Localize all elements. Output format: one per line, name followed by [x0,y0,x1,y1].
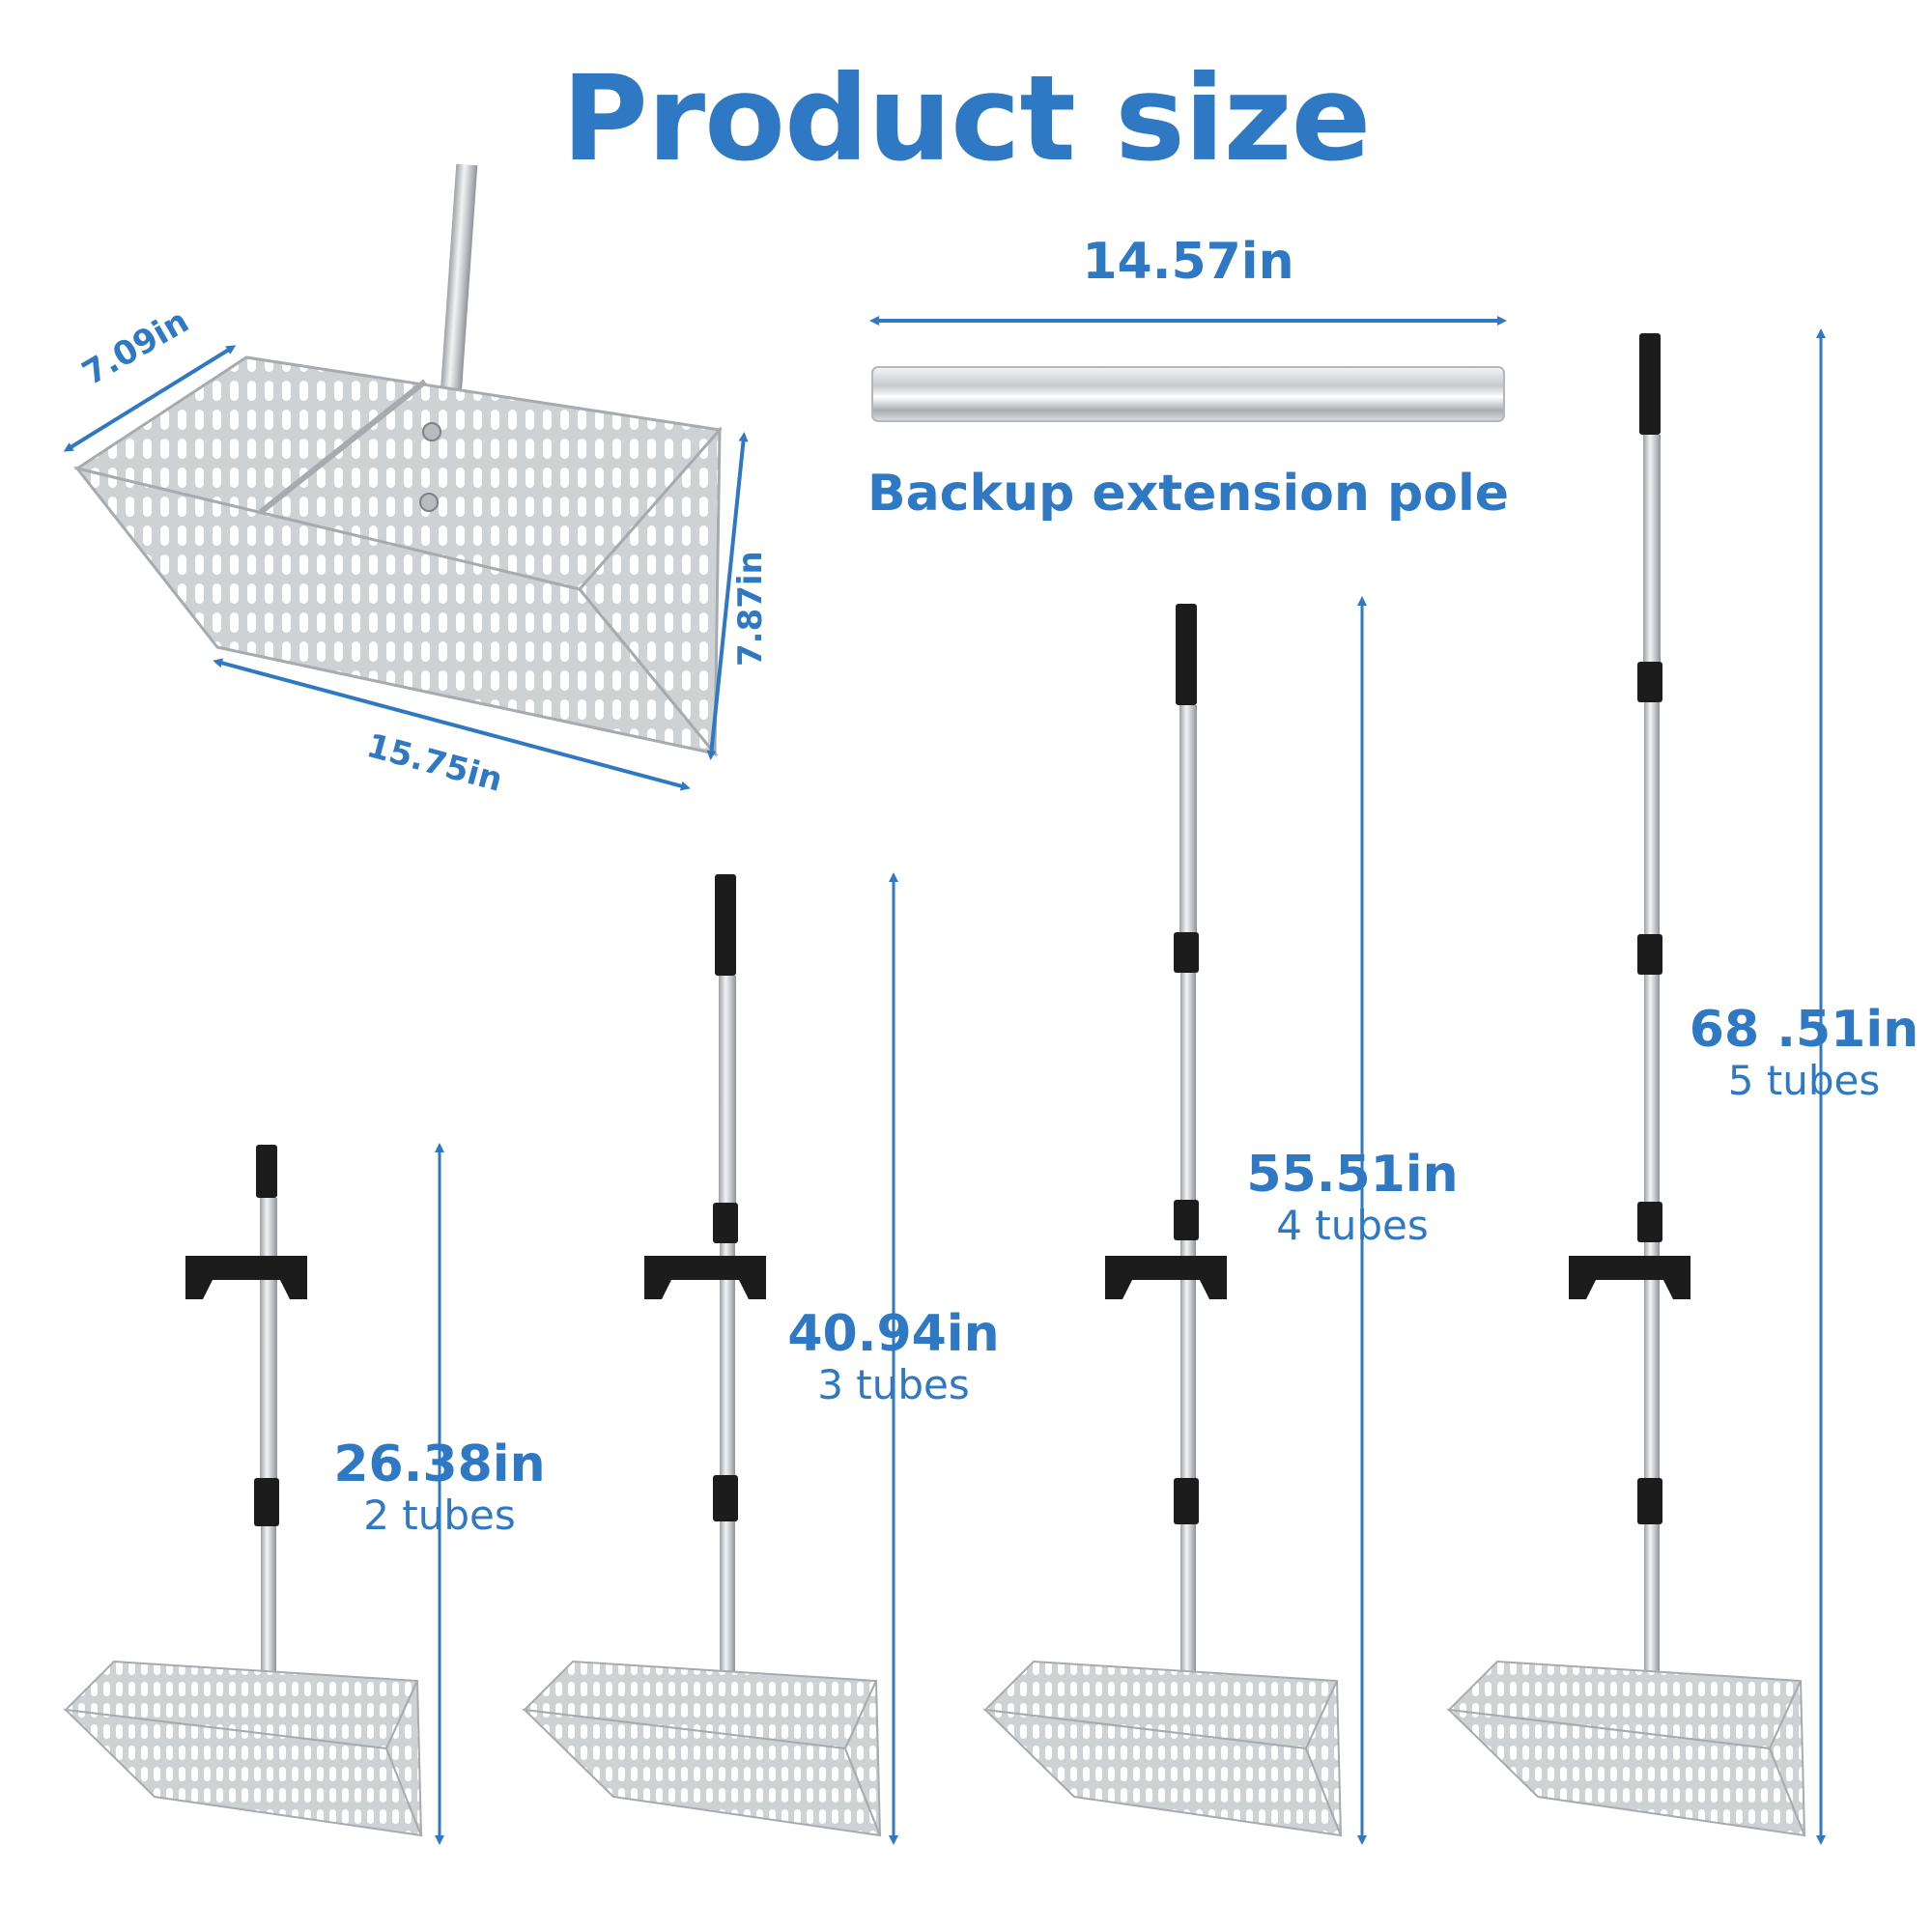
tube-joint [1637,1478,1662,1524]
pole-segment [1644,975,1660,1202]
handle-grip [715,874,736,976]
pole-caption: Backup extension pole [867,465,1510,523]
d-grip-handle [644,1256,766,1299]
d-grip-handle [1569,1256,1690,1299]
pole-segment [261,1526,276,1681]
pole-segment [1179,705,1197,932]
length-label-4-tubes: 55.51in [1246,1146,1459,1204]
pole-segment [1180,973,1196,1200]
basket-detail-image [73,163,723,758]
basket-side-panel [1304,1680,1342,1836]
d-grip-handle [1105,1256,1227,1299]
tube-joint [1174,932,1199,973]
configuration-4-tubes [982,604,1343,1837]
handle-grip [1639,333,1661,435]
configuration-2-tubes [63,1145,423,1837]
pole-segment [719,976,736,1203]
d-grip-handle [185,1256,307,1299]
basket-height-label: 7.87in [731,551,770,667]
pole-segment [1180,1524,1196,1681]
tubes-label-5-tubes: 5 tubes [1727,1057,1881,1104]
length-label-5-tubes: 68 .51in [1689,1001,1919,1059]
tube-joint [1174,1478,1199,1524]
pole-segment [1180,1240,1196,1478]
pole-length-label: 14.57in [1082,233,1294,291]
length-label-3-tubes: 40.94in [787,1305,1000,1363]
width-arrow [213,658,691,791]
page-title: Product size [561,50,1372,187]
configuration-5-tubes [1446,333,1806,1837]
handle-grip [256,1145,277,1198]
tubes-label-3-tubes: 3 tubes [817,1361,970,1408]
pole-segment [1643,435,1661,662]
pole-segment [720,1521,735,1681]
pole-segment [260,1198,277,1502]
pole-segment [1644,702,1660,934]
basket-divider [259,379,427,515]
length-label-2-tubes: 26.38in [333,1435,546,1493]
tube-joint [713,1475,738,1521]
depth-arrow [63,345,237,452]
basket-side-panel [1768,1680,1805,1836]
tube-joint [713,1203,738,1243]
height-arrow [706,432,749,760]
tubes-label-2-tubes: 2 tubes [363,1492,516,1539]
basket-side-panel [843,1680,881,1836]
tubes-label-4-tubes: 4 tubes [1276,1202,1429,1249]
handle-grip [1176,604,1197,705]
tube-joint [1637,934,1662,975]
tube-joint [1637,1202,1662,1242]
pole-segment [720,1243,735,1475]
tube-joint [254,1478,279,1526]
extension-pole-image [871,366,1505,422]
basket-side-panel [384,1680,422,1836]
pole-segment [1644,1524,1660,1681]
bolt [419,493,439,512]
tube-joint [1637,662,1662,702]
pole-segment [1644,1242,1660,1478]
bolt [422,422,441,441]
tube-joint [1174,1200,1199,1240]
configuration-3-tubes [522,874,882,1837]
